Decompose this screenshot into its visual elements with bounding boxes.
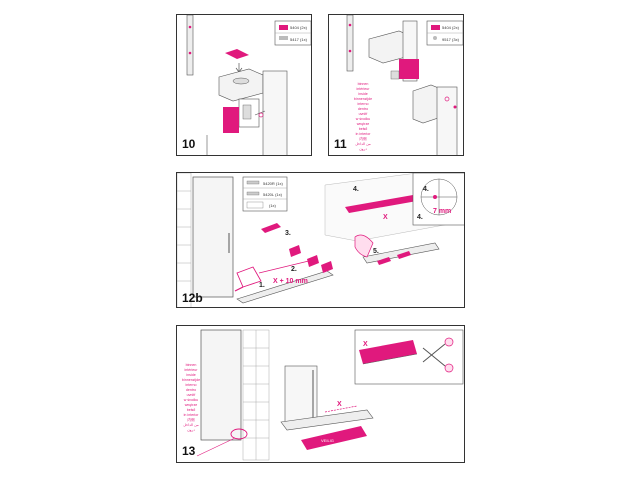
inside-label-2: inside xyxy=(358,92,367,96)
inside-label-7: w środku xyxy=(184,398,198,402)
callout-3: 3. xyxy=(285,230,291,237)
glass-door xyxy=(200,329,242,441)
part-code-0: 5420R (1x) xyxy=(263,181,283,186)
inside-label-12: من الداخل xyxy=(355,141,371,146)
inside-label-10: in interior xyxy=(184,413,200,417)
wall-profile xyxy=(186,15,194,76)
detail-marker xyxy=(230,428,248,440)
part-code-1: 5417 (1x) xyxy=(290,37,308,42)
floor-seal xyxy=(280,409,374,431)
inside-label-4: interno xyxy=(186,383,197,387)
screw-point xyxy=(188,25,192,29)
product-print: VEILIG xyxy=(321,438,334,443)
step-number: 12b xyxy=(182,291,203,305)
pink-plate xyxy=(223,107,239,133)
part-code-2: (1x) xyxy=(269,203,277,208)
inside-label-2: inside xyxy=(186,373,195,377)
part-code-1: 5420L (1x) xyxy=(263,192,283,197)
glass-door xyxy=(262,70,288,155)
glass-door xyxy=(436,86,458,155)
step-13-panel: binnen intérieur inside binnenzijde inte… xyxy=(176,325,465,463)
hinge-body xyxy=(218,68,264,102)
pink-piece xyxy=(307,255,319,267)
inside-label-1: intérieur xyxy=(357,87,371,91)
pink-piece xyxy=(321,261,333,273)
callout-5: 5. xyxy=(373,248,379,255)
inside-label-3: binnenzijde xyxy=(354,97,372,101)
callout-4-detail: 4. xyxy=(423,186,429,193)
pink-seal-detail xyxy=(359,340,417,364)
hand-icon xyxy=(354,234,374,258)
dimension-x-plus-10: X + 10 mm xyxy=(273,278,308,285)
inside-label-1: intérieur xyxy=(185,368,199,372)
dimension-x: X xyxy=(337,401,342,408)
pink-seal xyxy=(301,426,367,450)
pink-piece xyxy=(289,245,301,257)
inside-label-12: من الداخل xyxy=(183,422,199,427)
tiled-wall xyxy=(242,329,270,461)
inside-label-8: wnętrze xyxy=(357,122,370,126)
dimension-x-detail: X xyxy=(363,341,368,348)
part-code-0: 5404 (2x) xyxy=(442,25,460,30)
part-code-1: 9517 (3x) xyxy=(442,37,460,42)
step-13-illustration: binnen intérieur inside binnenzijde inte… xyxy=(182,329,464,461)
step-10-panel: 5404 (2x) 5417 (1x) 10 xyxy=(176,14,312,156)
inside-label-6: uvnitř xyxy=(187,393,197,397)
glass-door xyxy=(192,176,234,298)
screw-point xyxy=(188,51,192,55)
inside-label-5: dentro xyxy=(358,107,368,111)
callout-4: 4. xyxy=(353,186,359,193)
saw-icon xyxy=(236,266,262,288)
part-icon xyxy=(431,25,440,30)
inside-label-13: درون xyxy=(187,428,195,432)
inside-label-7: w środku xyxy=(356,117,370,121)
inside-label-4: interno xyxy=(358,102,369,106)
inside-label-5: dentro xyxy=(186,388,196,392)
step-10-illustration: 5404 (2x) 5417 (1x) xyxy=(186,15,311,155)
inside-label-13: درون xyxy=(359,147,367,151)
part-icon xyxy=(279,25,288,30)
inside-label-9: belső xyxy=(187,408,196,412)
inside-label-0: binnen xyxy=(186,363,197,367)
part-icon xyxy=(433,36,437,40)
arrow-down-icon xyxy=(235,63,243,73)
callout-4-lower: 4. xyxy=(417,214,423,221)
inside-label-6: uvnitř xyxy=(359,112,369,116)
part-code-0: 5404 (2x) xyxy=(290,25,308,30)
seal-profile xyxy=(236,270,334,304)
callout-2: 2. xyxy=(291,266,297,273)
wall-profile xyxy=(346,15,354,72)
dimension-7mm: 7 mm xyxy=(433,208,451,215)
inside-label-10: in interior xyxy=(356,132,372,136)
dimension-x: X xyxy=(383,214,388,221)
step-number: 10 xyxy=(182,137,196,151)
step-12b-panel: 5420R (1x) 5420L (1x) (1x) X + 10 mm 1. … xyxy=(176,172,465,308)
inside-label-8: wnętrze xyxy=(185,403,198,407)
scissors-icon xyxy=(422,343,446,367)
inside-label-0: binnen xyxy=(358,82,369,86)
tiled-wall xyxy=(177,173,192,307)
step-number: 13 xyxy=(182,444,196,458)
inside-label-11: 内侧 xyxy=(359,136,367,141)
part-icon xyxy=(279,36,288,40)
step-11-panel: 5404 (2x) 9517 (3x) binnen intérieur ins… xyxy=(328,14,464,156)
pink-piece xyxy=(261,223,281,233)
step-12b-illustration: 5420R (1x) 5420L (1x) (1x) X + 10 mm 1. … xyxy=(177,173,464,307)
pink-pad xyxy=(225,49,249,59)
pink-plate xyxy=(399,59,419,79)
inside-label-11: 内侧 xyxy=(187,417,195,422)
step-number: 11 xyxy=(334,137,347,151)
inside-label-3: binnenzijde xyxy=(182,378,200,382)
inside-label-9: belső xyxy=(359,127,368,131)
pink-strip xyxy=(345,195,417,213)
callout-1: 1. xyxy=(259,282,265,289)
step-11-illustration: 5404 (2x) 9517 (3x) binnen intérieur ins… xyxy=(346,15,463,155)
